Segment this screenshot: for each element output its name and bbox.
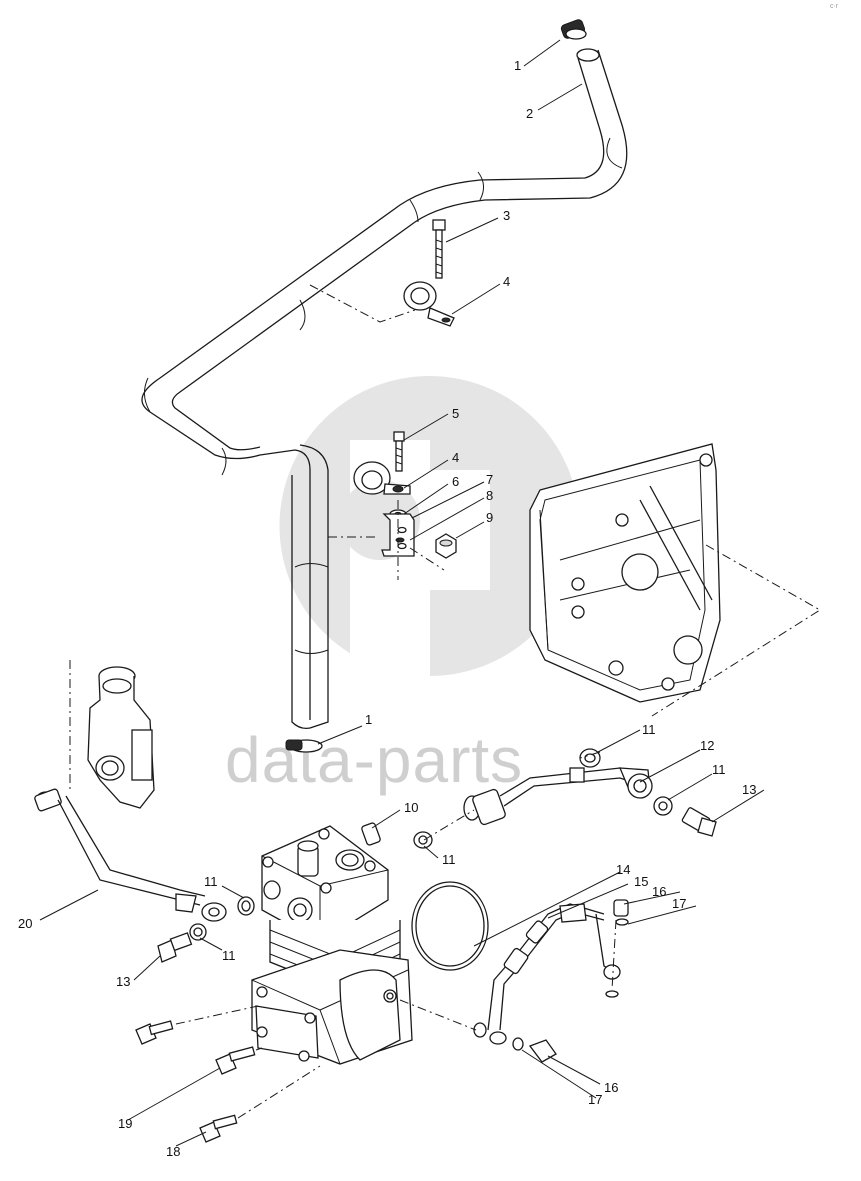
pipe-clamp-4-lower [353,461,411,495]
air-pipe [141,48,628,730]
washer-11-c [413,831,433,849]
callout-labels: 1 2 3 4 5 4 6 7 8 9 1 10 11 12 11 13 11 … [18,58,756,1159]
watermark-logo [279,376,580,690]
callout-13-right: 13 [742,782,756,797]
callout-19: 19 [118,1116,132,1131]
washer-17-lower [605,990,619,998]
callout-11-left-b: 11 [222,948,236,963]
engine-housing [529,443,721,703]
callout-1-bottom: 1 [365,712,372,727]
washer-17-top [615,918,629,926]
callout-7: 7 [486,472,493,487]
bracket-7 [381,513,415,557]
callout-11-upper-right: 11 [642,722,656,737]
callout-11-center: 11 [442,852,456,867]
callout-17-bottom: 17 [588,1092,602,1107]
pipe-clamp-4-upper [403,281,455,327]
bolt-left [135,1020,174,1045]
oil-pipe-20 [34,788,227,922]
hose-15 [487,903,621,1045]
callout-18: 18 [166,1144,180,1159]
callout-9: 9 [486,510,493,525]
callout-4-lower: 4 [452,450,459,465]
callout-10: 10 [404,800,418,815]
nut-9 [435,533,457,559]
callout-15: 15 [634,874,648,889]
corner-mark: c·r [830,3,839,10]
callout-14: 14 [616,862,630,877]
callout-5: 5 [452,406,459,421]
callout-20: 20 [18,916,32,931]
banjo-bolt-13-right [681,807,717,837]
coolant-housing [87,666,155,809]
hose-clamp-top [560,19,587,40]
pipe-12 [463,767,653,826]
callout-8: 8 [486,488,493,503]
bolt-5 [393,431,405,472]
callout-1-top: 1 [514,58,521,73]
washer-8 [395,537,405,543]
air-compressor [251,822,413,1065]
bolt-18 [199,1114,238,1143]
callout-13-left: 13 [116,974,130,989]
washer-17-bottom [512,1037,524,1051]
hose-clamp-bottom [285,739,323,753]
bolt-19 [215,1046,256,1075]
callout-3: 3 [503,208,510,223]
callout-11-left-a: 11 [204,874,218,889]
callout-2: 2 [526,106,533,121]
washer-11-e [653,796,673,816]
callout-4-upper: 4 [503,274,510,289]
callout-16-top: 16 [652,884,666,899]
washer-11-b [189,923,207,941]
watermark-text: data-parts [225,724,523,796]
callout-11-right: 11 [712,762,726,777]
washer-small-1 [473,1022,487,1038]
washer-11-d [579,748,601,768]
washer-11-a [237,896,255,916]
leader-lines [39,39,765,1147]
gasket-14 [411,881,489,971]
callout-6: 6 [452,474,459,489]
bolt-3 [432,219,446,279]
union-16-top [613,899,629,917]
callout-12: 12 [700,738,714,753]
callout-17-top: 17 [672,896,686,911]
banjo-bolt-13-left [157,932,193,963]
callout-16-bottom: 16 [604,1080,618,1095]
